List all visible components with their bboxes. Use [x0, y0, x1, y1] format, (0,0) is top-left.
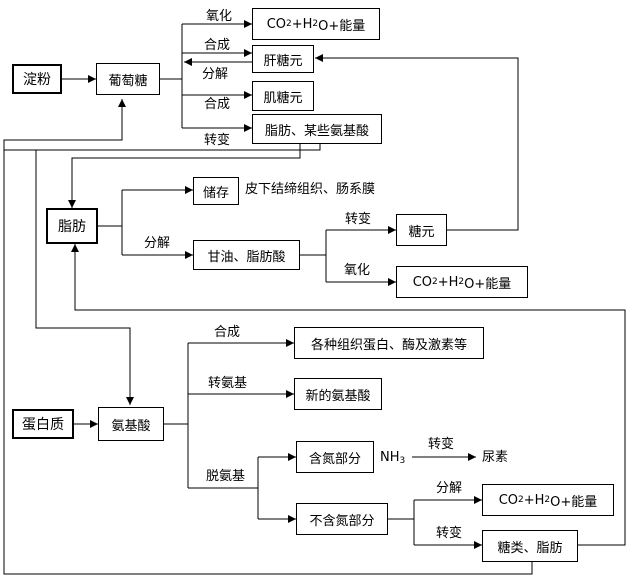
arrow-fataa-aa — [35, 150, 134, 405]
label-synthesis-2: 合成 — [204, 97, 231, 112]
o-energy-text: O+能量 — [550, 494, 598, 510]
node-n-part: 含氮部分 — [296, 441, 374, 473]
storage-desc: 皮下结缔组织、肠系膜 — [245, 182, 376, 197]
arrow-sugarsfat-glucose — [3, 140, 533, 575]
node-fat-aa: 脂肪、某些氨基酸 — [252, 114, 382, 144]
label-convert-3: 转变 — [428, 437, 455, 452]
label-decompose-1: 分解 — [202, 67, 229, 82]
h-text: +H — [523, 492, 545, 508]
node-non-n-part: 不含氮部分 — [296, 503, 388, 535]
label-synthesis-1: 合成 — [204, 38, 231, 53]
node-glycogen: 糖元 — [396, 214, 447, 246]
node-fat: 脂肪 — [46, 208, 98, 244]
sub: 2 — [458, 277, 465, 287]
node-protein: 蛋白质 — [12, 409, 74, 439]
nh-text: NH — [380, 450, 400, 465]
label-oxidation-2: 氧化 — [344, 263, 371, 278]
arrow-sugarsfat-fat — [71, 244, 626, 546]
label-synthesis-3: 合成 — [214, 325, 241, 340]
sub: 2 — [518, 495, 524, 505]
co2-text: CO — [498, 492, 519, 508]
label-convert-2: 转变 — [345, 212, 372, 227]
label-oxidation-1: 氧化 — [206, 9, 233, 24]
o-energy-text: O+能量 — [464, 276, 512, 292]
node-sugars-fat: 糖类、脂肪 — [482, 530, 578, 562]
arrow-glycogen-liver — [315, 54, 519, 231]
node-urea: 尿素 — [482, 450, 509, 465]
o-energy-text: O+能量 — [318, 18, 366, 34]
node-nh3: NH3 — [380, 451, 405, 466]
label-convert-4: 转变 — [436, 526, 463, 541]
node-liver-glycogen: 肝糖元 — [252, 45, 314, 73]
label-transamination: 转氨基 — [208, 376, 248, 391]
node-proteins-hormones: 各种组织蛋白、酶及激素等 — [294, 327, 484, 359]
sub: 2 — [312, 19, 319, 29]
node-glucose: 葡萄糖 — [96, 63, 160, 95]
sub: 2 — [286, 19, 292, 29]
sub: 2 — [432, 277, 438, 287]
node-glycerol-fa: 甘油、脂肪酸 — [193, 240, 300, 270]
label-decompose-3: 分解 — [436, 481, 463, 496]
label-convert-1: 转变 — [204, 133, 231, 148]
node-amino-acid: 氨基酸 — [98, 407, 164, 441]
co2-text: CO — [266, 16, 287, 32]
node-storage: 储存 — [193, 177, 239, 205]
h-text: +H — [437, 274, 459, 290]
label-decompose-2: 分解 — [144, 236, 171, 251]
co2-text: CO — [412, 274, 433, 290]
node-starch: 淀粉 — [12, 64, 62, 94]
sub: 3 — [399, 456, 406, 466]
label-deamination: 脱氨基 — [206, 469, 246, 484]
arrow-fataa-fat — [68, 143, 301, 208]
node-muscle-glycogen: 肌糖元 — [252, 81, 314, 111]
h-text: +H — [291, 16, 313, 32]
node-new-aa: 新的氨基酸 — [294, 378, 382, 410]
sub: 2 — [544, 495, 551, 505]
